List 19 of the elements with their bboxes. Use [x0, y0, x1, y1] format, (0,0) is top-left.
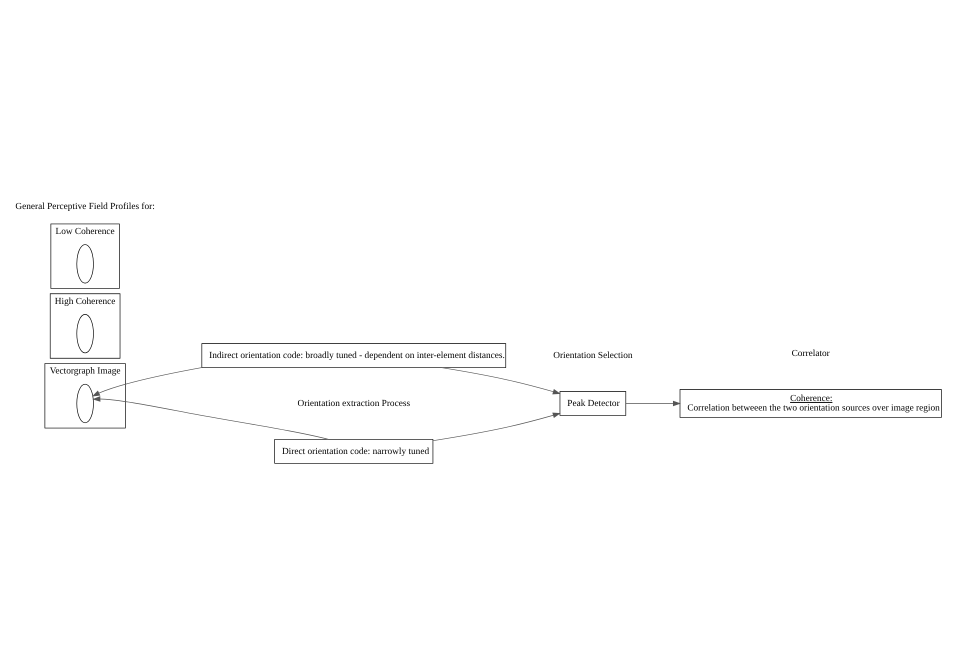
node-circle — [76, 244, 94, 283]
label: Orientation Selection — [553, 350, 633, 361]
cluster: High Coherence — [50, 292, 120, 358]
label: Correlator — [792, 348, 830, 359]
node-box: Indirect orientation code: broadly tuned - dependent on inter-element distances. — [202, 342, 506, 368]
node-circle — [76, 383, 94, 423]
node-box: Coherence: Correlation betweeen the two orientation sources over image region — [680, 388, 942, 418]
node-box: Direct orientation code: narrowly tuned — [274, 438, 434, 464]
arrow — [432, 412, 561, 440]
label: Orientation extraction Process — [298, 398, 410, 408]
arrow — [92, 396, 329, 440]
label: General Perceptive Field Profiles for: — [15, 202, 155, 212]
node-box: Peak Detector — [560, 390, 626, 416]
arrow — [440, 366, 561, 394]
node-circle — [76, 314, 94, 353]
cluster: Low Coherence — [50, 223, 120, 288]
arrow — [92, 366, 202, 396]
cluster: Vectorgraph Image — [44, 362, 126, 428]
arrow — [626, 400, 681, 406]
